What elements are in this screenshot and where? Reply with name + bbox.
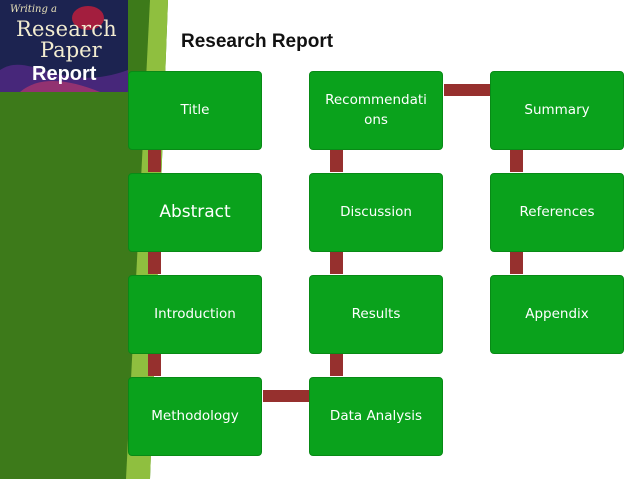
box-title: Title: [128, 71, 262, 150]
box-recommendations: Recommendati ons: [309, 71, 443, 150]
connector-recommendations-summary: [444, 84, 490, 96]
book-cover-logo: Writing a Research Paper Report: [0, 0, 128, 92]
connector-title-abstract: [148, 150, 161, 172]
box-appendix: Appendix: [490, 275, 624, 354]
box-methodology: Methodology: [128, 377, 262, 456]
box-references: References: [490, 173, 624, 252]
box-data-analysis: Data Analysis: [309, 377, 443, 456]
box-abstract: Abstract: [128, 173, 262, 252]
box-introduction: Introduction: [128, 275, 262, 354]
logo-report-label: Report: [32, 63, 97, 85]
swirl-graphic: [0, 6, 128, 92]
connector-data-analysis-results: [330, 354, 343, 376]
connector-discussion-recommendations: [330, 150, 343, 172]
page-title: Research Report: [181, 31, 334, 52]
box-summary: Summary: [490, 71, 624, 150]
connector-abstract-introduction: [148, 252, 161, 274]
connector-references-appendix: [510, 252, 523, 274]
logo-title-paper: Paper: [40, 38, 102, 62]
connector-methodology-data-analysis: [263, 390, 309, 402]
box-discussion: Discussion: [309, 173, 443, 252]
logo-subtitle: Writing a: [10, 4, 58, 15]
connector-summary-references: [510, 150, 523, 172]
box-results: Results: [309, 275, 443, 354]
connector-introduction-methodology: [148, 354, 161, 376]
connector-results-discussion: [330, 252, 343, 274]
background-panel: [0, 0, 168, 479]
logo-title-research: Research: [16, 17, 117, 41]
